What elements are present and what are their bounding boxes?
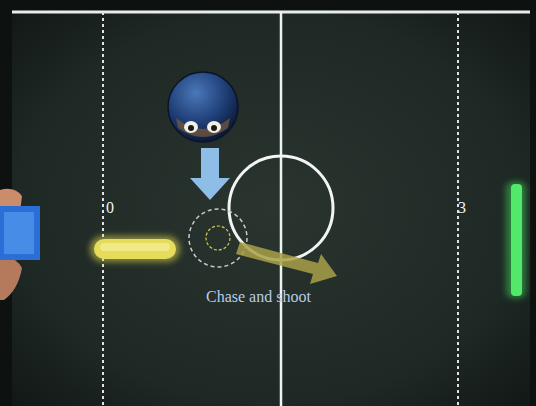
center-line bbox=[280, 12, 283, 406]
yellow-paddle-highlight bbox=[100, 243, 170, 251]
blue-paddle bbox=[0, 206, 40, 260]
field-surface bbox=[12, 10, 530, 406]
green-paddle bbox=[511, 184, 522, 296]
blue-paddle-highlight bbox=[4, 212, 34, 254]
robot-base bbox=[176, 118, 230, 137]
shoot-arrow bbox=[236, 242, 337, 284]
score-number: 0 bbox=[106, 199, 114, 217]
target-ring bbox=[189, 209, 247, 267]
score-number: 3 bbox=[458, 199, 466, 217]
robot-motion-arrow bbox=[190, 148, 230, 200]
yellow-paddle bbox=[94, 239, 176, 259]
robot-pupil bbox=[211, 125, 217, 131]
robot-eye bbox=[184, 121, 198, 133]
robot bbox=[168, 72, 238, 142]
left-goal-line bbox=[102, 12, 104, 406]
yellow-paddle-glow bbox=[90, 236, 180, 262]
ball-ring bbox=[206, 226, 230, 250]
player-hand bbox=[0, 258, 22, 300]
top-boundary bbox=[12, 11, 530, 14]
robot-eye bbox=[207, 121, 221, 133]
action-caption: Chase and shoot bbox=[206, 288, 311, 306]
robot-pupil bbox=[188, 125, 194, 131]
green-paddle-glow bbox=[506, 182, 526, 298]
